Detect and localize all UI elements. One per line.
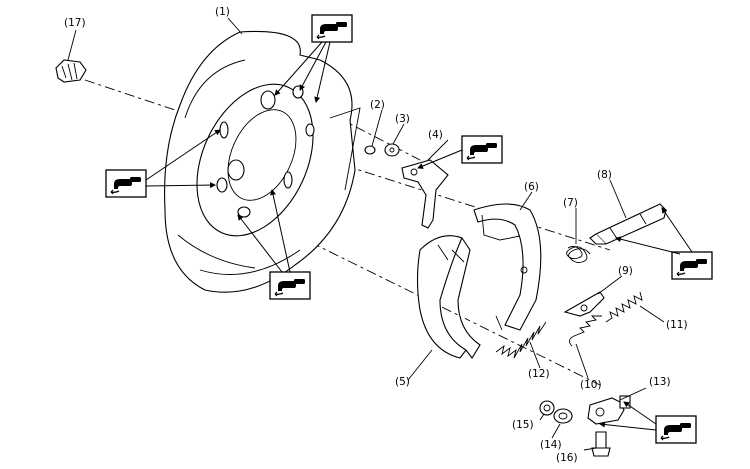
part-7-adjuster-spring [566, 245, 591, 263]
grease-badge-lever [417, 135, 503, 169]
part-9-adjuster-plate [563, 291, 605, 317]
part-16-bleeder-screw [591, 431, 611, 457]
callout-5: (5) [395, 376, 410, 388]
grease-badge-cylinder [599, 401, 697, 444]
part-14-boot [553, 408, 573, 424]
callout-3: (3) [395, 113, 410, 125]
part-12-lower-spring [495, 321, 547, 359]
part-10-return-spring [569, 315, 602, 347]
part-2-washer [364, 145, 376, 155]
callout-4: (4) [428, 129, 443, 141]
part-8-adjuster-strut [589, 203, 667, 245]
callout-17: (17) [64, 17, 86, 29]
callout-1: (1) [215, 6, 230, 18]
callout-6: (6) [524, 181, 539, 193]
callout-2: (2) [370, 99, 385, 111]
callout-16: (16) [556, 452, 578, 464]
part-11-upper-spring [605, 291, 643, 323]
part-3-retainer [384, 143, 400, 157]
grease-badge-strut [615, 207, 713, 280]
callout-leader-lines [67, 17, 665, 451]
callout-8: (8) [597, 169, 612, 181]
grease-badge-left [105, 129, 221, 198]
part-13-wheel-cylinder [587, 395, 631, 425]
part-5-brake-shoe-front [416, 235, 481, 359]
callout-9: (9) [618, 265, 633, 277]
callout-13: (13) [649, 376, 671, 388]
part-1-backing-plate [164, 30, 361, 293]
callout-12: (12) [528, 368, 550, 380]
part-4-parking-lever [401, 159, 449, 229]
grease-badge-top [274, 14, 353, 103]
part-15-piston-cup [539, 400, 555, 416]
callout-11: (11) [666, 319, 688, 331]
part-6-brake-shoe-rear [473, 203, 542, 331]
callout-14: (14) [540, 439, 562, 451]
part-17-plug [55, 59, 87, 83]
callout-10: (10) [580, 379, 602, 391]
callout-7: (7) [563, 197, 578, 209]
callout-15: (15) [512, 419, 534, 431]
grease-badge-bottom [237, 189, 311, 300]
